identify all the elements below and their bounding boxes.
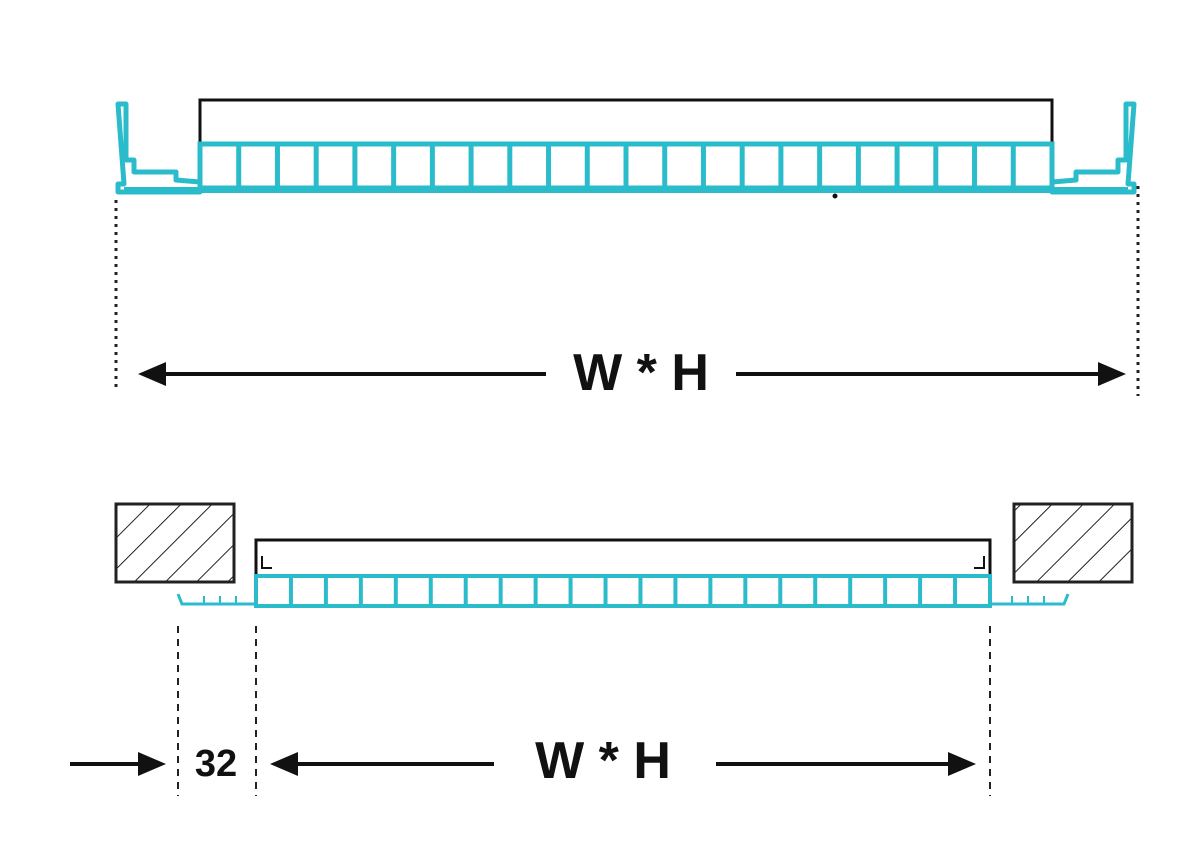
bottom-diagram: 32 W * H <box>70 502 1134 796</box>
top-diagram: W * H <box>114 98 1140 402</box>
led-strip-frame <box>254 574 992 608</box>
top-right-bracket <box>1049 101 1137 195</box>
bottom-dimension-label: W * H <box>535 732 671 790</box>
top-center-mark <box>832 193 838 199</box>
offset-label: 32 <box>195 743 237 785</box>
top-left-bracket <box>115 101 203 195</box>
right-ceiling-block <box>1012 502 1134 584</box>
bottom-led-cell-strip <box>254 574 992 608</box>
top-led-cell-strip <box>197 141 1055 191</box>
bottom-panel <box>254 538 992 578</box>
bottom-arrowhead-right <box>948 752 976 776</box>
top-arrowhead-right <box>1098 362 1126 386</box>
bottom-right-flange <box>990 593 1070 606</box>
bottom-panel-corner-right <box>974 556 985 569</box>
bottom-panel-corner-left <box>261 556 272 569</box>
bottom-left-flange <box>176 593 256 606</box>
bottom-flange-ticks <box>203 596 1045 604</box>
top-arrowhead-left <box>138 362 166 386</box>
bottom-arrowhead-left <box>270 752 298 776</box>
top-dimension-label: W * H <box>573 344 709 402</box>
left-ceiling-block <box>114 502 236 584</box>
offset-arrowhead <box>138 752 166 776</box>
